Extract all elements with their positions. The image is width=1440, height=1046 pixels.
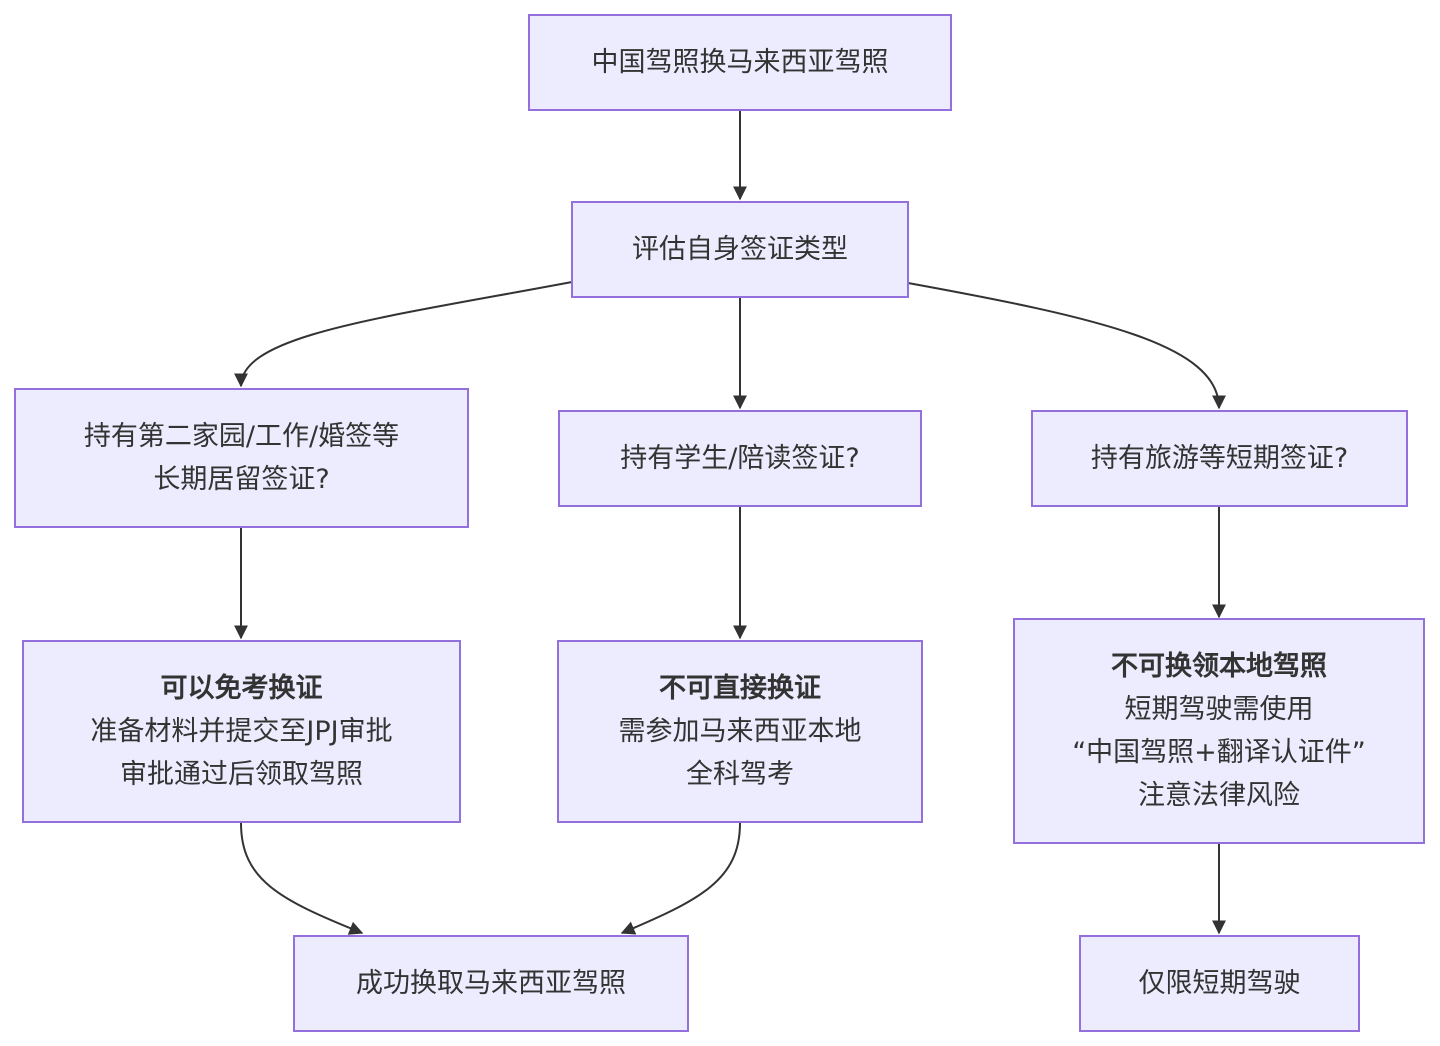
node-exempt-line-2: 审批通过后领取驾照	[120, 759, 363, 790]
node-no-direct-line-2: 全科驾考	[686, 759, 794, 790]
node-exempt-title: 可以免考换证	[160, 673, 323, 704]
node-short-term-visa: 持有旅游等短期签证?	[1031, 410, 1408, 507]
node-short-drive-only: 仅限短期驾驶	[1079, 935, 1360, 1032]
node-no-direct-title: 不可直接换证	[659, 673, 821, 704]
node-long-term-visa: 持有第二家园/工作/婚签等 长期居留签证?	[14, 388, 469, 528]
node-exempt-exchange: 可以免考换证 准备材料并提交至JPJ审批 审批通过后领取驾照	[22, 640, 461, 823]
node-no-local-title: 不可换领本地驾照	[1111, 651, 1327, 682]
node-no-direct-line-1: 需参加马来西亚本地	[618, 716, 862, 747]
edge-exempt-to-success	[240, 822, 364, 935]
node-student-visa: 持有学生/陪读签证?	[558, 410, 922, 507]
node-exempt-line-1: 准备材料并提交至JPJ审批	[90, 716, 393, 747]
node-no-local-line-2: “中国驾照+翻译认证件”	[1072, 737, 1366, 768]
edge-assess-to-long-term	[234, 281, 573, 388]
edge-assess-to-short-term	[907, 282, 1226, 410]
node-assess-label: 评估自身签证类型	[632, 234, 848, 265]
node-start-label: 中国驾照换马来西亚驾照	[591, 47, 889, 78]
node-success-label: 成功换取马来西亚驾照	[356, 968, 626, 999]
node-short-term-label: 持有旅游等短期签证?	[1090, 443, 1349, 474]
node-assess-visa: 评估自身签证类型	[571, 201, 909, 298]
node-student-label: 持有学生/陪读签证?	[620, 443, 860, 474]
node-long-term-line-1: 持有第二家园/工作/婚签等	[83, 421, 400, 452]
node-no-direct-exchange: 不可直接换证 需参加马来西亚本地 全科驾考	[557, 640, 923, 823]
node-no-local-license: 不可换领本地驾照 短期驾驶需使用 “中国驾照+翻译认证件” 注意法律风险	[1013, 618, 1425, 844]
node-no-local-line-1: 短期驾驶需使用	[1124, 694, 1314, 725]
node-long-term-line-2: 长期居留签证?	[153, 464, 330, 495]
node-success: 成功换取马来西亚驾照	[293, 935, 689, 1032]
node-start: 中国驾照换马来西亚驾照	[528, 14, 952, 111]
node-short-drive-label: 仅限短期驾驶	[1138, 968, 1301, 999]
node-no-local-line-3: 注意法律风险	[1138, 780, 1300, 811]
edge-no-direct-to-success	[620, 822, 741, 935]
